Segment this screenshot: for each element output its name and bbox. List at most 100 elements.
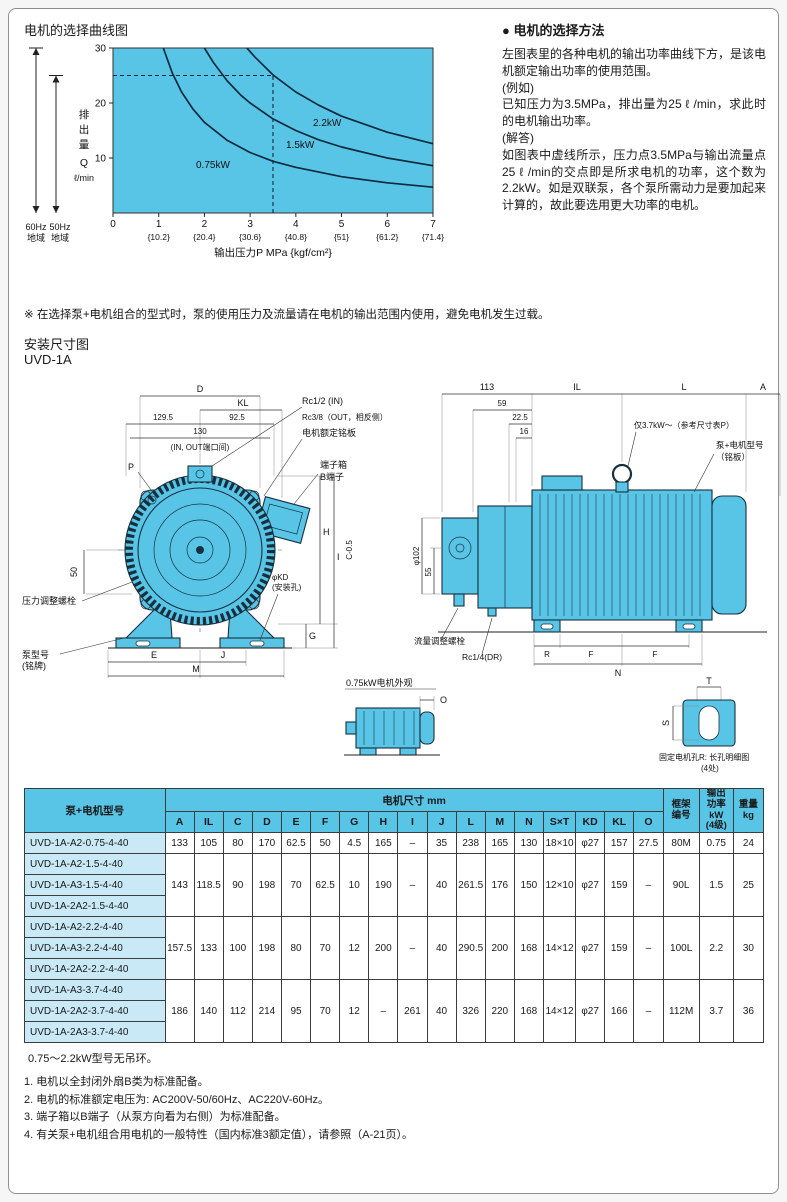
front-dim-g-label: G [309,631,316,641]
dim-col-header: A [164,811,195,833]
y-axis-char-3: 量 [79,139,90,151]
front-p-port [147,495,157,505]
dim-cell: 62.5 [310,853,341,917]
side-dim-il-label: IL [573,382,581,392]
front-kd-label: φKD [272,573,289,582]
front-top-port [187,465,213,483]
dim-cell: 12×10 [542,853,577,917]
dim-col-header: IL [193,811,224,833]
frame-cell: 90L [662,853,700,917]
dim-cell: 12 [339,979,370,1043]
dim-cell: 40 [426,916,457,980]
x-subtick-label: {10.2} [148,232,170,242]
dim-cell: 261 [397,979,428,1043]
dim-cell: 168 [513,979,544,1043]
dim-cell: 133 [164,832,195,854]
side-dim-r-label: R [544,650,550,659]
front-dim-c-label: C-0.5 [345,540,354,560]
dim-cell: 14×12 [542,979,577,1043]
power-curve-2.2kW [246,47,434,145]
dim-col-header: H [368,811,399,833]
method-paragraph-5: 如图表中虚线所示，压力点3.5MPa与输出流量点25 ℓ /min的交点即是所求… [502,147,766,213]
x-subtick-label: {61.2} [376,232,398,242]
side-dim-113-label: 113 [480,382,494,392]
front-dim-130-label: 130 [193,427,207,436]
power-curve-1.5kW [203,47,434,167]
table-row: UVD-1A-A3-2.2-4-40 [24,937,764,959]
dim-cell: 133 [193,916,224,980]
front-rc12-label: Rc1/2 (IN) [302,396,343,406]
spec-table: 泵+电机型号 电机尺寸 mm 框架 编号 输出 功率 kW (4级) 重量 kg… [24,788,765,1043]
front-dim-p-label: P [128,462,134,472]
side-only37-note: 仅3.7kW～（参考尺寸表P） [634,420,734,430]
x-subtick-label: {40.8} [285,232,307,242]
install-model-code: UVD-1A [24,352,72,367]
front-dim-50-label: 50 [69,567,79,577]
dim-section-header: 电机尺寸 mm [164,788,664,812]
frame-column-header: 框架 编号 [662,788,700,833]
dim-col-header: D [251,811,282,833]
dim-cell: – [397,853,428,917]
method-paragraph-1: 左图表里的各种电机的输出功率曲线下方，是该电机额定输出功率的使用范围。 [502,47,767,78]
curve-label-22kw: 2.2kW [313,118,342,129]
front-view-drawing: D KL 129.5 92.5 130 (IN, OUT端口间) P 50 压力… [22,384,388,678]
front-terminal-b-label: B端子 [320,471,344,482]
front-kd-note: (安装孔) [272,582,302,592]
dim-cell: 176 [484,853,515,917]
curve-label-15kw: 1.5kW [286,140,315,151]
side-phi102-label: φ102 [412,546,421,565]
dim-cell: 118.5 [193,853,224,917]
x-subtick-label: {51} [334,232,349,242]
front-pressure-bolt-label: 压力调整螺栓 [22,595,76,606]
side-dim-55-label: 55 [424,567,433,576]
dim-col-header: E [280,811,312,833]
slot-caption: 固定电机孔R: 长孔明细图 [659,752,749,762]
dim-cell: 170 [251,832,282,854]
chart-dashed [113,74,274,213]
dim-col-header: F [310,811,341,833]
dim-cell: 80 [222,832,253,854]
front-pump-body [108,465,311,649]
power-cell: 3.7 [698,979,734,1043]
region-arrow-50hz [49,75,63,213]
dim-cell: φ27 [575,832,606,854]
model-cell: UVD-1A-2A2-3.7-4-40 [24,1000,166,1022]
slot-detail-drawing: T S 固定电机孔R: 长孔明细图 (4处) [659,676,749,773]
dim-col-header: J [426,811,457,833]
dim-cell: 70 [310,979,341,1043]
side-dim-59-label: 59 [498,399,507,408]
x-subtick-label: {20.4} [193,232,215,242]
power-cell: 2.2 [698,916,734,980]
dim-cell: 14×12 [542,916,577,980]
table-header-row-1: 泵+电机型号 电机尺寸 mm 框架 编号 输出 功率 kW (4级) 重量 kg [24,788,765,833]
front-inout-note: (IN, OUT端口间) [171,442,230,452]
power-curve-0.75kW [162,47,434,189]
region-label-60hz-freq: 60Hz [25,222,47,232]
dim-cell: 261.5 [455,853,486,917]
dim-cell: 40 [426,979,457,1043]
front-pump-model-label: 泵型号 [22,650,49,660]
dim-cell: 326 [455,979,486,1043]
selection-method-section: ● 电机的选择方法 左图表里的各种电机的输出功率曲线下方，是该电机额定输出功率的… [502,20,766,214]
x-tick-label: 3 [247,219,253,230]
region-label-50hz-freq: 50Hz [49,222,71,232]
x-subtick-label: {71.4} [422,232,444,242]
power-cell: 1.5 [698,853,734,917]
frame-cell: 112M [662,979,700,1043]
dim-cell: 62.5 [280,832,312,854]
chart-curves [162,47,434,189]
region-label-50hz-region: 地域 [51,232,69,243]
dim-cell: 10 [339,853,370,917]
front-dim-h-label: H [323,527,330,537]
dim-cell: φ27 [575,979,606,1043]
front-pump-model-label-2: (铭牌) [22,660,46,671]
front-mount-slot-left [135,640,151,647]
y-tick-label: 10 [95,154,107,165]
dim-cell: – [633,979,664,1043]
side-top-box [541,475,583,491]
